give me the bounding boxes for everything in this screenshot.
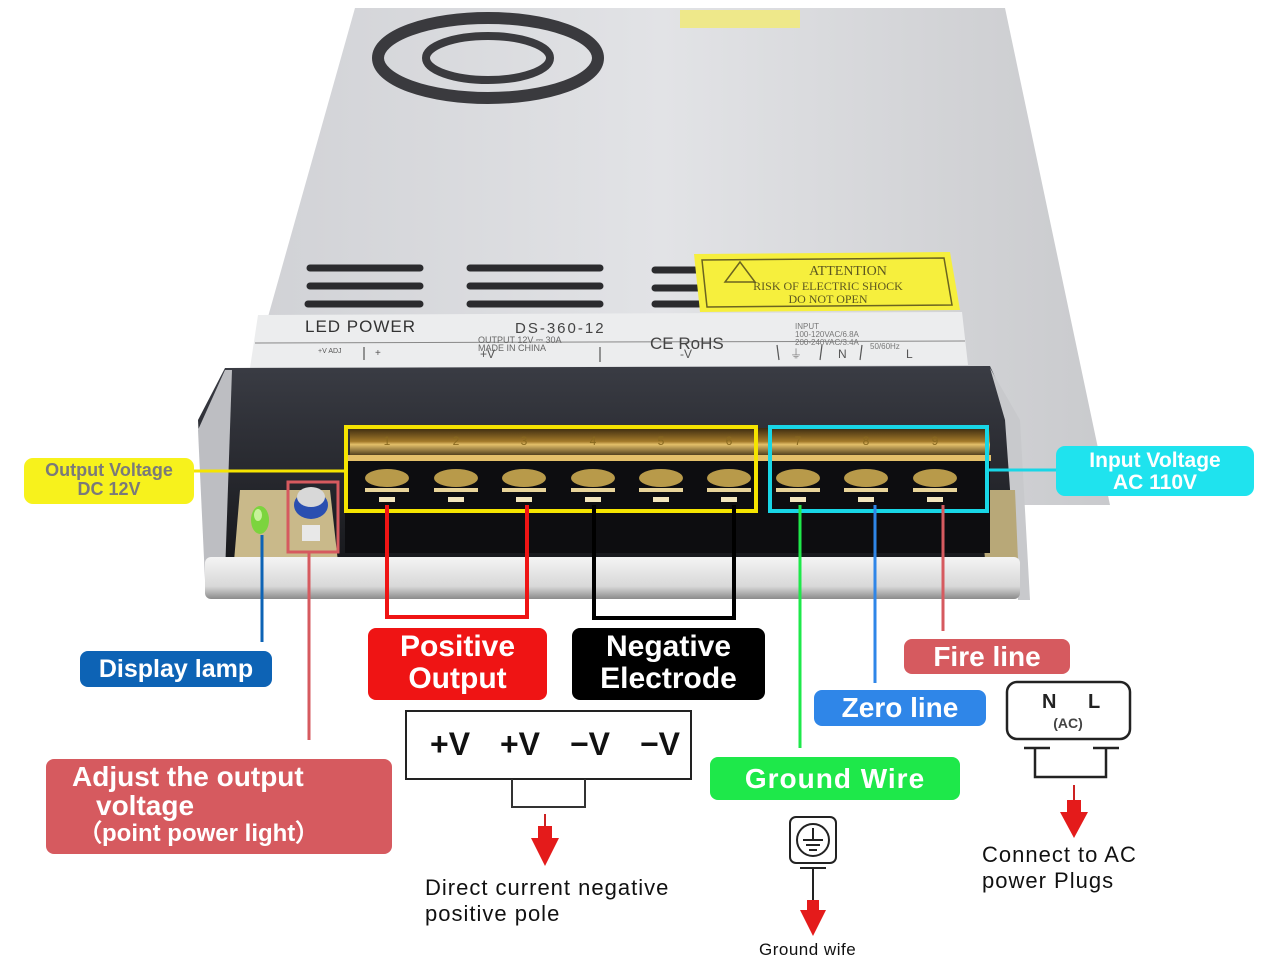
adjust-output-line1: Adjust the output — [72, 761, 304, 792]
warning-title: ATTENTION — [809, 264, 887, 279]
terminal-number: 4 — [590, 434, 597, 448]
terminal-number: 1 — [384, 434, 391, 448]
adjust-output-line2: voltage — [96, 790, 195, 822]
terminal-screw — [434, 469, 478, 502]
dc-caption: Direct current negative positive pole — [425, 875, 669, 928]
positive-output-callout: Positive Output — [368, 628, 547, 700]
adjust-output-line3: （point power light） — [78, 819, 320, 847]
negative-electrode-line2: Electrode — [600, 661, 737, 695]
dc-terminal-diagram — [405, 710, 692, 866]
ac-plug-diagram: N L (AC) — [1005, 680, 1132, 838]
terminal-block: 1 2 3 4 5 6 7 8 9 — [345, 428, 991, 553]
terminal-screw — [707, 469, 751, 502]
certifications: CE RoHS — [650, 334, 724, 353]
output-voltage-line2: DC 12V — [77, 478, 141, 499]
positive-output-line1: Positive — [399, 630, 516, 663]
negative-electrode-line1: Negative — [605, 630, 732, 663]
terminal-screw — [502, 469, 546, 502]
dc-terminal-4: −V — [639, 726, 680, 762]
made-in: MADE IN CHINA — [478, 343, 546, 353]
brand-label: LED POWER — [305, 317, 416, 336]
input-spec-line3: 50/60Hz — [870, 342, 900, 351]
terminal-screw — [571, 469, 615, 502]
spec-label: LED POWER DS-360-12 OUTPUT 12V ⎓ 30A MAD… — [250, 312, 968, 368]
model-number: DS-360-12 — [515, 320, 606, 337]
terminal-number: 6 — [726, 434, 733, 448]
terminal-screw — [365, 469, 409, 502]
dc-terminal-3: −V — [569, 726, 610, 762]
dc-caption-line2: positive pole — [425, 901, 561, 927]
dc-terminal-labels: +V +V −V −V — [430, 726, 680, 763]
dc-caption-line1: Direct current negative — [425, 875, 670, 900]
fan-grill-icon — [372, 12, 604, 104]
adjust-output-callout: Adjust the output voltage （point power l… — [46, 759, 392, 854]
negative-electrode-callout: Negative Electrode — [572, 628, 765, 700]
input-spec-line1: 100-120VAC/6.8A — [795, 330, 860, 339]
input-spec-line2: 200-240VAC/3.4A — [795, 338, 860, 347]
terminal-number: 9 — [932, 434, 939, 448]
ac-label: (AC) — [1053, 715, 1083, 731]
ac-caption-line1: Connect to AC — [982, 842, 1137, 867]
terminal-group-n: N — [838, 347, 847, 361]
adjust-highlight-box — [286, 480, 340, 554]
adjust-potentiometer[interactable] — [294, 487, 328, 541]
warning-sticker: ATTENTION RISK OF ELECTRIC SHOCK DO NOT … — [694, 252, 960, 312]
ground-caption: Ground wife — [759, 940, 857, 959]
input-voltage-line1: Input Voltage — [1089, 449, 1221, 472]
warning-line1: RISK OF ELECTRIC SHOCK — [753, 279, 903, 293]
output-voltage-line1: Output Voltage — [45, 460, 173, 480]
ac-caption: Connect to AC power Plugs — [982, 842, 1137, 895]
terminal-screw — [913, 469, 957, 502]
terminal-screw — [639, 469, 683, 502]
output-terminal-box — [344, 425, 758, 513]
output-voltage-callout: Output Voltage DC 12V — [24, 458, 194, 504]
ac-l-label: L — [1088, 691, 1100, 713]
terminal-screw — [844, 469, 888, 502]
fire-line-callout: Fire line — [904, 639, 1070, 674]
input-spec-title: INPUT — [795, 322, 819, 331]
warning-line2: DO NOT OPEN — [788, 292, 867, 306]
terminal-screw — [776, 469, 820, 502]
earth-ground-icon — [796, 823, 830, 857]
zero-line-callout: Zero line — [814, 690, 986, 726]
ground-wire-callout: Ground Wire — [710, 757, 960, 800]
terminal-number: 8 — [863, 434, 870, 448]
down-arrow-icon — [800, 910, 826, 936]
dc-terminal-1: +V — [430, 726, 471, 762]
terminal-number: 5 — [658, 434, 665, 448]
terminal-group-minus-v: -V — [680, 347, 692, 361]
display-lamp-callout: Display lamp — [80, 651, 272, 687]
down-arrow-icon — [531, 838, 559, 866]
input-voltage-line2: AC 110V — [1112, 471, 1198, 495]
output-spec: OUTPUT 12V ⎓ 30A — [478, 335, 562, 345]
display-lamp-led — [251, 506, 269, 534]
adj-symbol: + — [375, 348, 381, 359]
terminal-number: 7 — [795, 434, 802, 448]
adj-label: +V ADJ — [318, 348, 342, 355]
vent-slots — [304, 264, 704, 308]
leader-lines — [193, 468, 1056, 748]
ground-diagram — [789, 816, 837, 936]
ground-symbol-icon: ⏚ — [790, 347, 802, 361]
terminal-number: 2 — [453, 434, 460, 448]
ac-n-label: N — [1042, 691, 1056, 713]
dc-terminal-2: +V — [499, 726, 541, 762]
ac-caption-line2: power Plugs — [982, 868, 1115, 894]
positive-output-line2: Output — [408, 661, 507, 695]
terminal-number: 3 — [521, 434, 528, 448]
terminal-group-l: L — [906, 347, 913, 361]
warning-triangle-icon — [723, 260, 757, 283]
input-voltage-callout: Input Voltage AC 110V — [1056, 446, 1254, 496]
terminal-group-plus-v: +V — [480, 347, 495, 361]
down-arrow-icon — [1060, 812, 1088, 838]
